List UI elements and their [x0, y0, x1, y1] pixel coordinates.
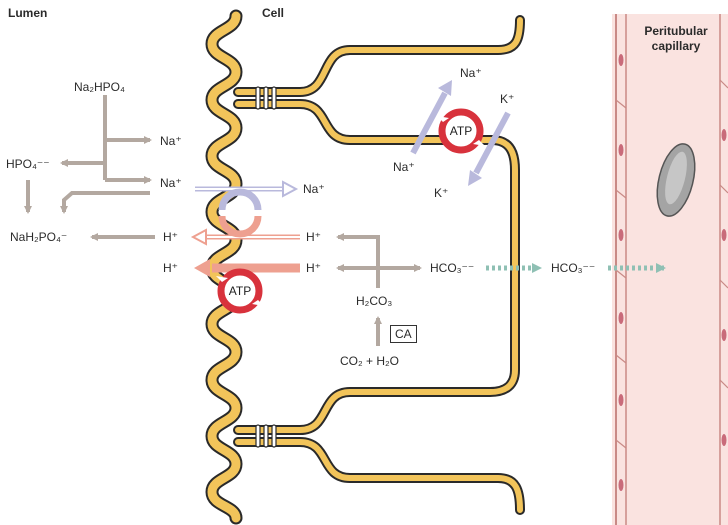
label-pump-na-in: Na⁺: [393, 160, 415, 174]
label-na2hpo4: Na₂HPO₄: [74, 80, 125, 94]
label-pump-k-in: K⁺: [500, 92, 515, 106]
endothelial-nuclei: [618, 54, 727, 491]
peritubular-capillary: [612, 14, 728, 525]
label-h-lumen-2: H⁺: [163, 261, 178, 275]
capillary-lumen: [612, 14, 728, 525]
label-h2co3: H₂CO₃: [356, 294, 393, 308]
label-atp-apical: ATP: [228, 284, 252, 298]
basolateral-membrane: [235, 101, 518, 433]
label-hco3-cell: HCO₃⁻⁻: [430, 261, 475, 275]
tight-junction-icon: [255, 86, 277, 110]
capillary-header-line1: Peritubular: [644, 24, 708, 38]
cell-header: Cell: [262, 6, 285, 20]
label-pump-na-out: Na⁺: [460, 66, 482, 80]
label-pump-k-out: K⁺: [434, 186, 449, 200]
carbonic-acid-arrows: [336, 233, 422, 346]
label-nah2po4: NaH₂PO₄⁻: [10, 230, 68, 244]
lateral-membrane-upper-top: [235, 17, 523, 95]
label-co2-h2o: CO₂ + H₂O: [340, 354, 399, 368]
tight-junction-icon: [255, 424, 277, 448]
label-hpo4: HPO₄⁻⁻: [6, 157, 50, 171]
red-blood-cell: [656, 143, 696, 217]
na-k-atpase: [410, 80, 511, 186]
label-hco3-blood: HCO₃⁻⁻: [551, 261, 596, 275]
antiporter-cycle-icon: [218, 188, 262, 238]
label-na-mid: Na⁺: [160, 176, 182, 190]
carbonic-anhydrase-box: CA: [390, 325, 417, 343]
arrow-to-h-cell-1: [336, 233, 380, 268]
capillary-header-line2: capillary: [651, 39, 701, 53]
atp-cycle-icon: [216, 268, 264, 314]
label-na-cell: Na⁺: [303, 182, 325, 196]
lateral-membrane-lower: [235, 439, 523, 513]
label-h-lumen-1: H⁺: [163, 230, 178, 244]
atp-cycle-icon: [437, 108, 485, 154]
lumen-header: Lumen: [8, 6, 48, 20]
label-h-cell-2: H⁺: [306, 261, 321, 275]
label-atp-pump: ATP: [449, 124, 473, 138]
h-atpase: [194, 259, 300, 314]
phosphate-buffer-arrows: [24, 95, 155, 241]
capillary-header: Peritubular capillary: [628, 24, 724, 54]
label-na-upper: Na⁺: [160, 134, 182, 148]
na-h-exchanger: [190, 180, 300, 246]
endothelial-junctions: [615, 79, 728, 449]
arrow-na-to-nah2po4: [60, 191, 150, 214]
label-h-cell-1: H⁺: [306, 230, 321, 244]
